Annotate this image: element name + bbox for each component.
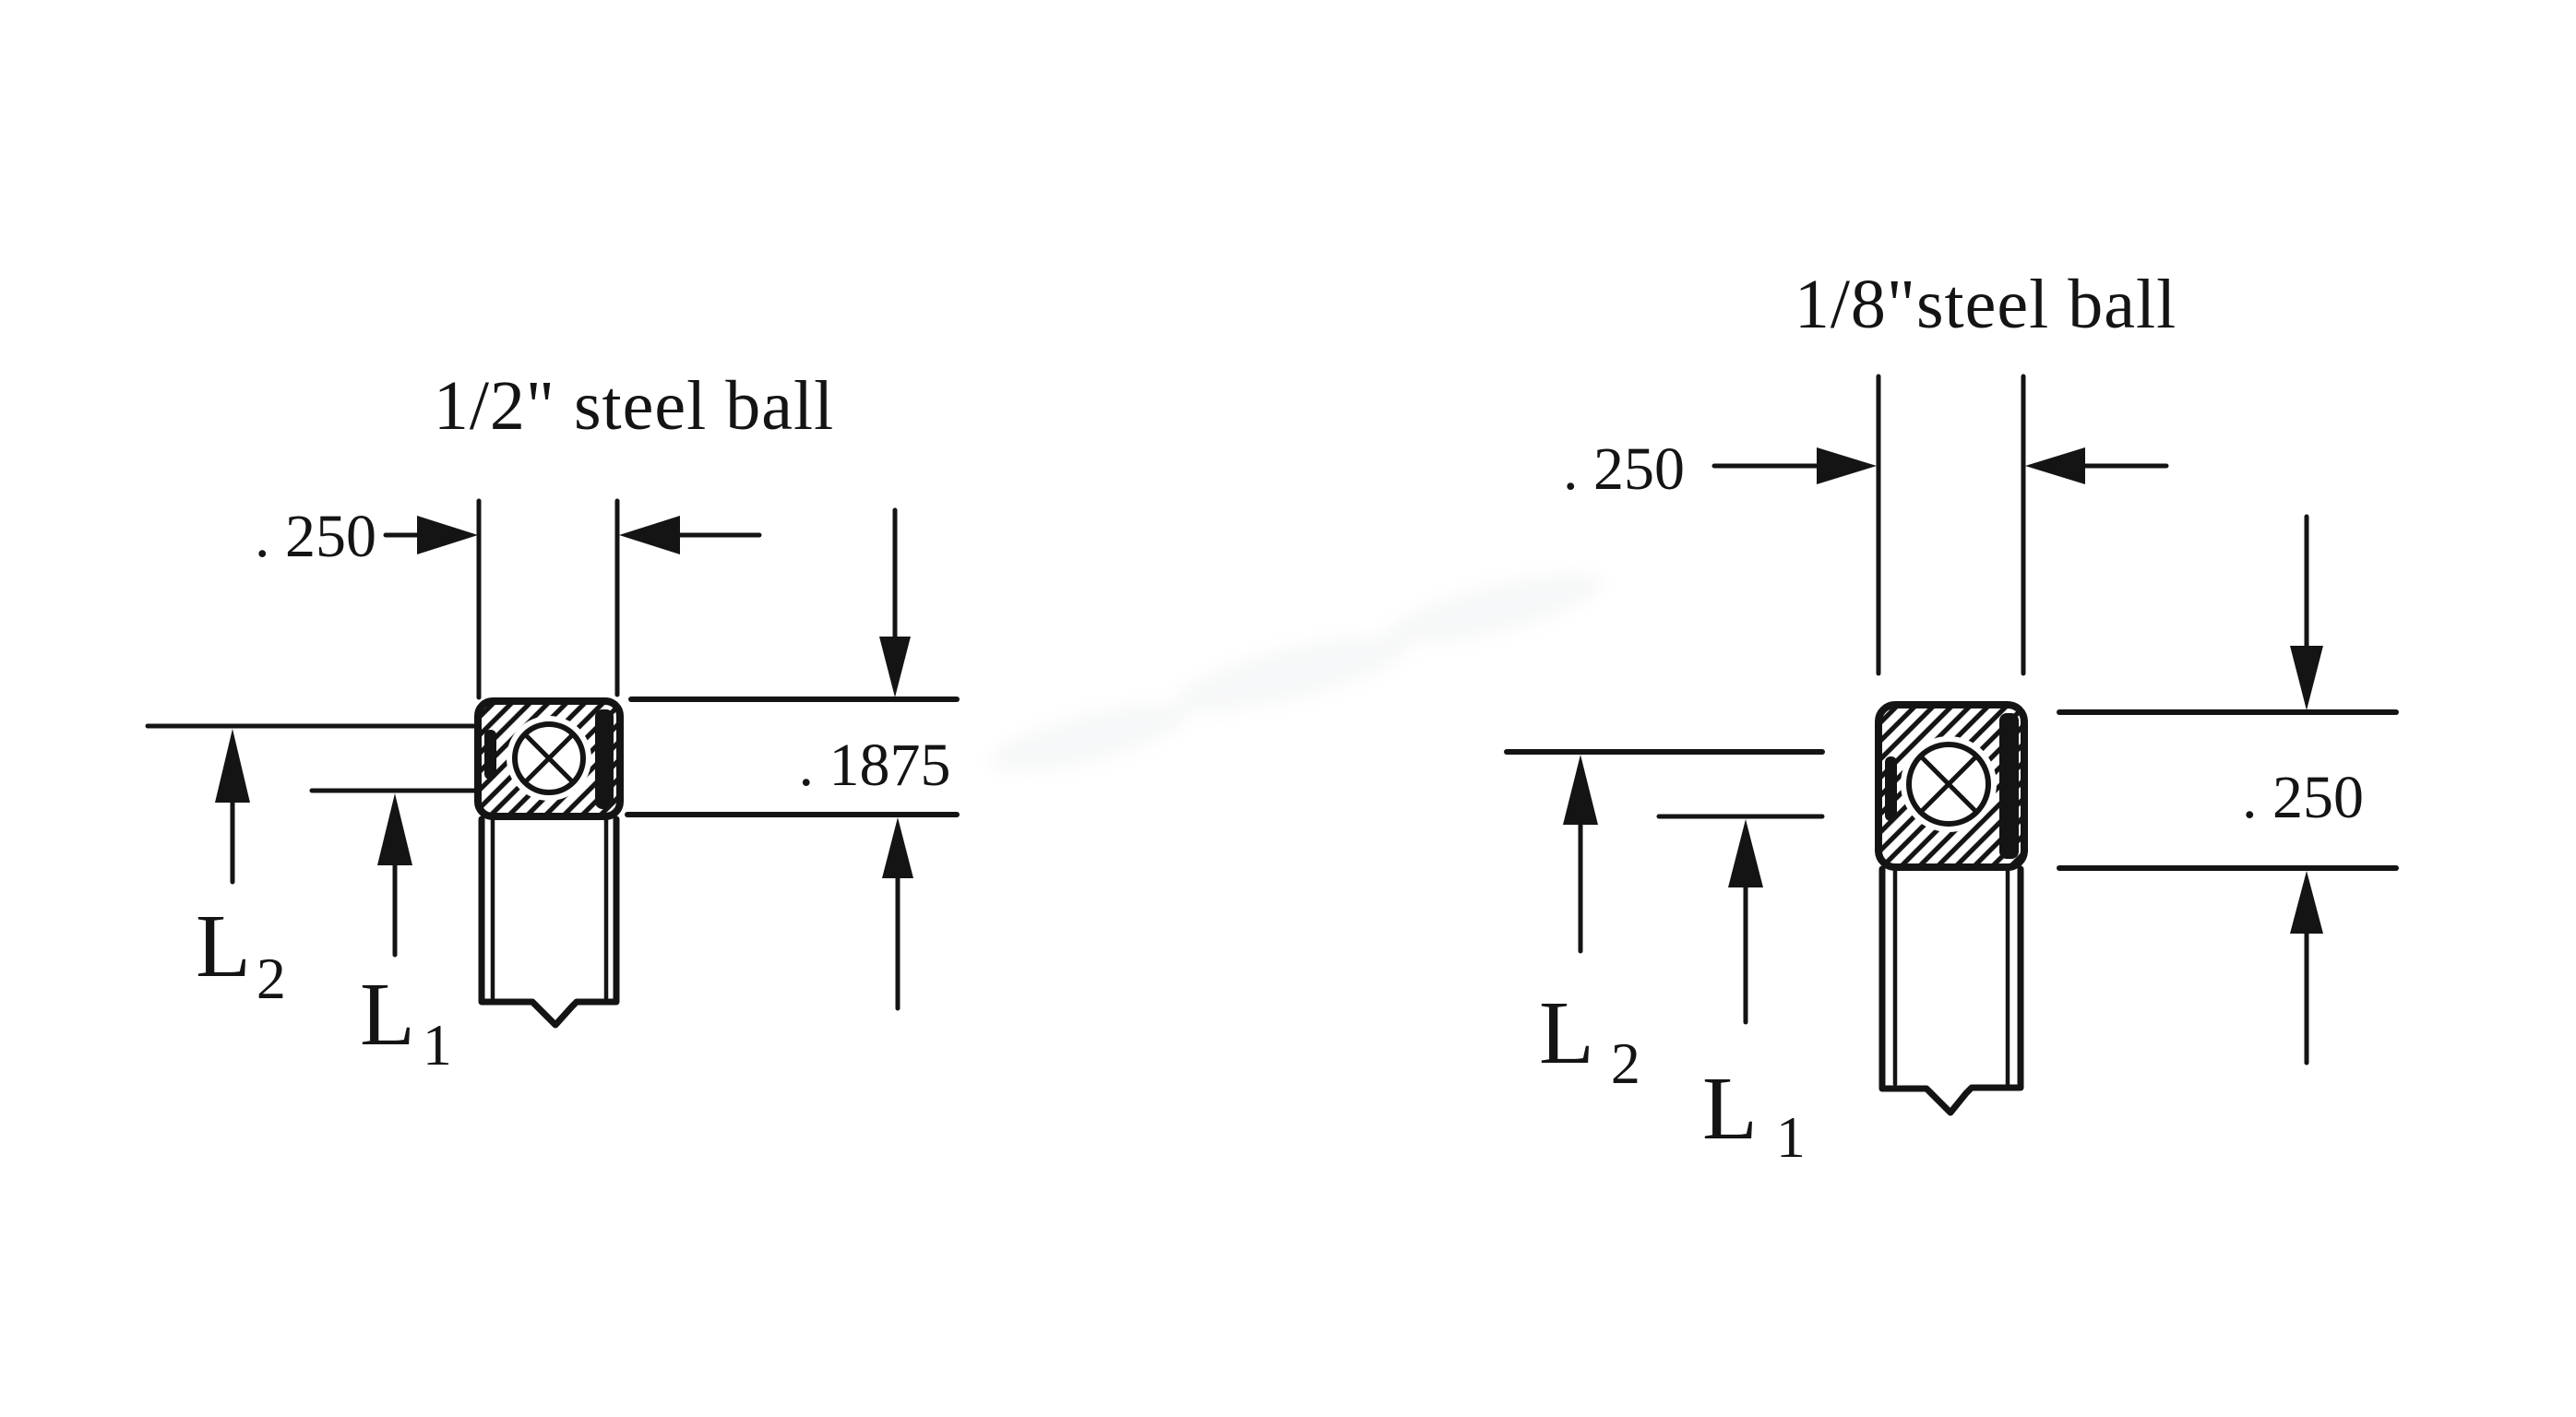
left-height-dim-text: . 1875 — [799, 732, 951, 799]
left-ball-cross-b — [522, 732, 576, 785]
left-width-dim-text: . 250 — [255, 503, 376, 570]
right-l2-arrow-up-icon — [1563, 755, 1598, 825]
right-shaft — [1878, 865, 2024, 1116]
left-width-arrow-right-icon — [417, 516, 478, 554]
left-l2-arrow-up-icon — [215, 729, 250, 803]
right-width-arrow-left-icon — [2025, 447, 2085, 484]
right-bearing-shade-left — [1885, 756, 1897, 821]
right-height-dim-text: . 250 — [2242, 764, 2364, 831]
left-height-arrow-up-icon — [882, 817, 913, 878]
right-bearing-section — [1875, 701, 2028, 871]
right-ball-cross-b — [1918, 754, 1979, 815]
right-l1-arrow-up-icon — [1728, 819, 1763, 887]
left-shaft — [478, 816, 620, 1029]
left-title: 1/2" steel ball — [434, 367, 834, 445]
right-height-arrow-down-icon — [2290, 646, 2323, 710]
left-bearing-shade-right — [595, 709, 614, 809]
right-title: 1/8"steel ball — [1795, 266, 2176, 343]
right-width-dim-text: . 250 — [1563, 435, 1685, 503]
right-diagram: 1/8"steel ball . 250 . 250 — [1504, 266, 2399, 1170]
left-l1-arrow-up-icon — [377, 793, 412, 865]
right-width-arrow-right-icon — [1817, 447, 1877, 484]
right-bearing-shade-right — [1999, 713, 2019, 859]
right-height-arrow-up-icon — [2290, 871, 2323, 934]
watermark — [990, 573, 1603, 772]
left-bearing-shade-left — [484, 730, 496, 780]
left-l2-label: L2 — [196, 897, 286, 1011]
left-diagram: 1/2" steel ball . 250 . 1875 — [145, 367, 960, 1078]
left-height-arrow-down-icon — [879, 637, 911, 697]
left-bearing-section — [474, 697, 624, 820]
left-width-arrow-left-icon — [619, 516, 680, 554]
